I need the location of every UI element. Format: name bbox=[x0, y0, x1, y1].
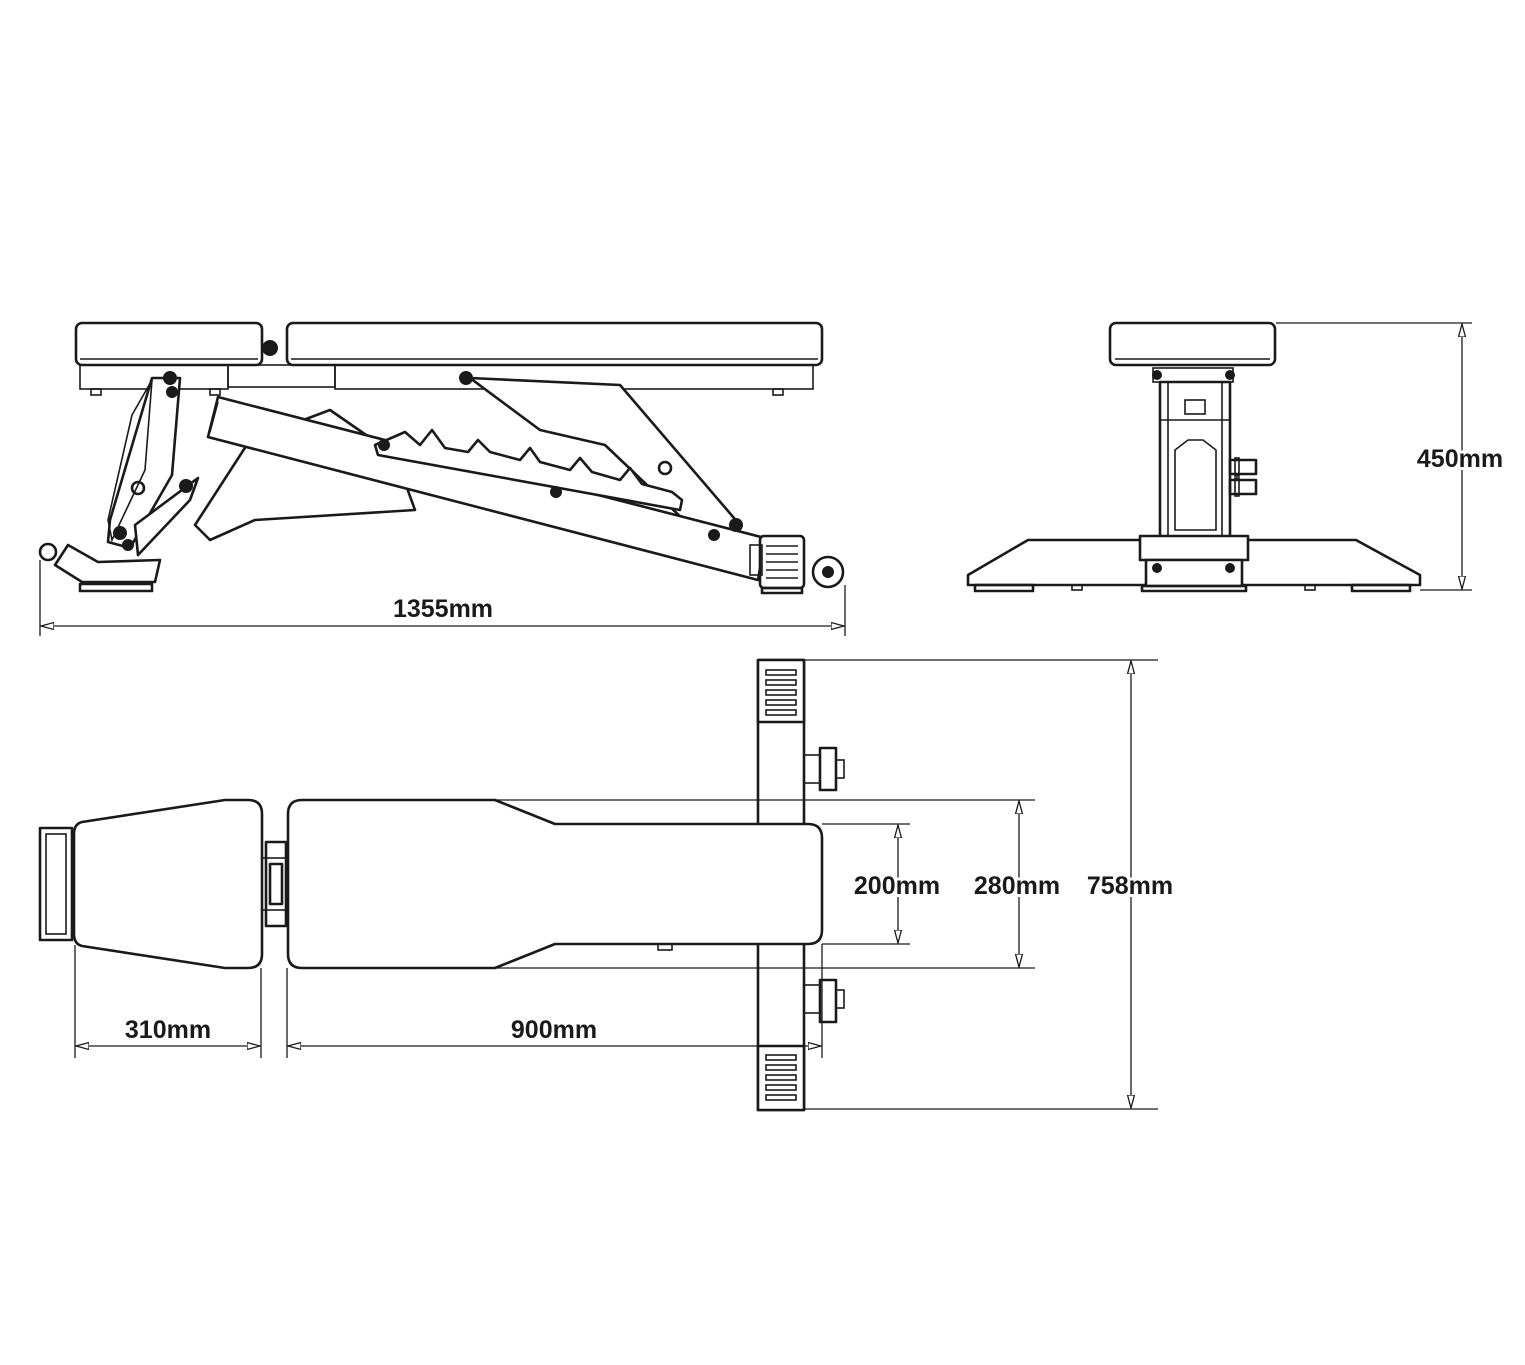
top-view bbox=[38, 658, 845, 1112]
pad-end-view bbox=[1108, 321, 1277, 367]
narrow-width-dimension: 200mm bbox=[822, 823, 943, 945]
pad-width-dimension: 280mm bbox=[495, 799, 1063, 969]
seat-pad-top bbox=[72, 798, 264, 970]
base-width-label: 758mm bbox=[1087, 872, 1173, 900]
overall-length-label: 1355mm bbox=[393, 595, 493, 623]
side-view bbox=[38, 321, 845, 595]
height-dimension: 450mm bbox=[1276, 322, 1506, 591]
back-length-dimension: 900mm bbox=[286, 944, 823, 1058]
overall-length-dimension: 1355mm bbox=[39, 560, 846, 636]
narrow-width-label: 200mm bbox=[854, 872, 940, 900]
seat-length-dimension: 310mm bbox=[74, 945, 262, 1058]
pad-width-label: 280mm bbox=[974, 872, 1060, 900]
end-view bbox=[966, 321, 1422, 593]
back-pad-top bbox=[286, 798, 824, 970]
height-label: 450mm bbox=[1417, 445, 1503, 473]
seat-length-label: 310mm bbox=[125, 1016, 211, 1044]
base-width-dimension: 758mm bbox=[804, 659, 1176, 1110]
back-length-label: 900mm bbox=[511, 1016, 597, 1044]
